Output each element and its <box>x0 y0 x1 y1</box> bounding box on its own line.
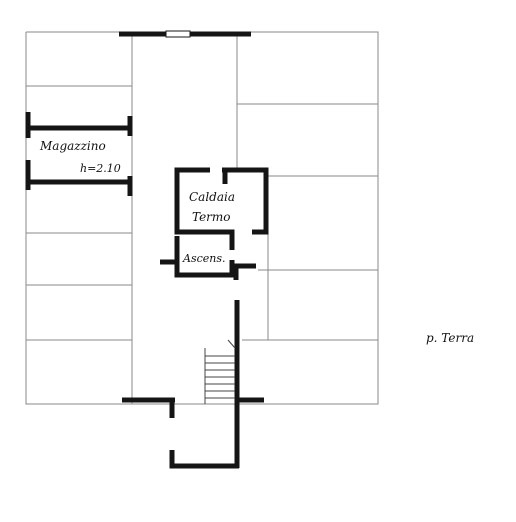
left-column-lines <box>26 32 133 404</box>
lift-label: Ascens. <box>182 252 226 265</box>
storage-height-label: h=2.10 <box>80 162 121 175</box>
right-column-lines <box>236 32 378 404</box>
staircase <box>204 339 236 404</box>
boiler-room-label-line1: Caldaia <box>189 190 235 204</box>
floor-level-label: p. Terra <box>426 331 474 345</box>
storage-room-label: Magazzino <box>39 139 106 153</box>
thick-walls <box>25 30 269 469</box>
boiler-room-label-line2: Termo <box>192 210 231 224</box>
outer-boundary <box>25 31 379 405</box>
